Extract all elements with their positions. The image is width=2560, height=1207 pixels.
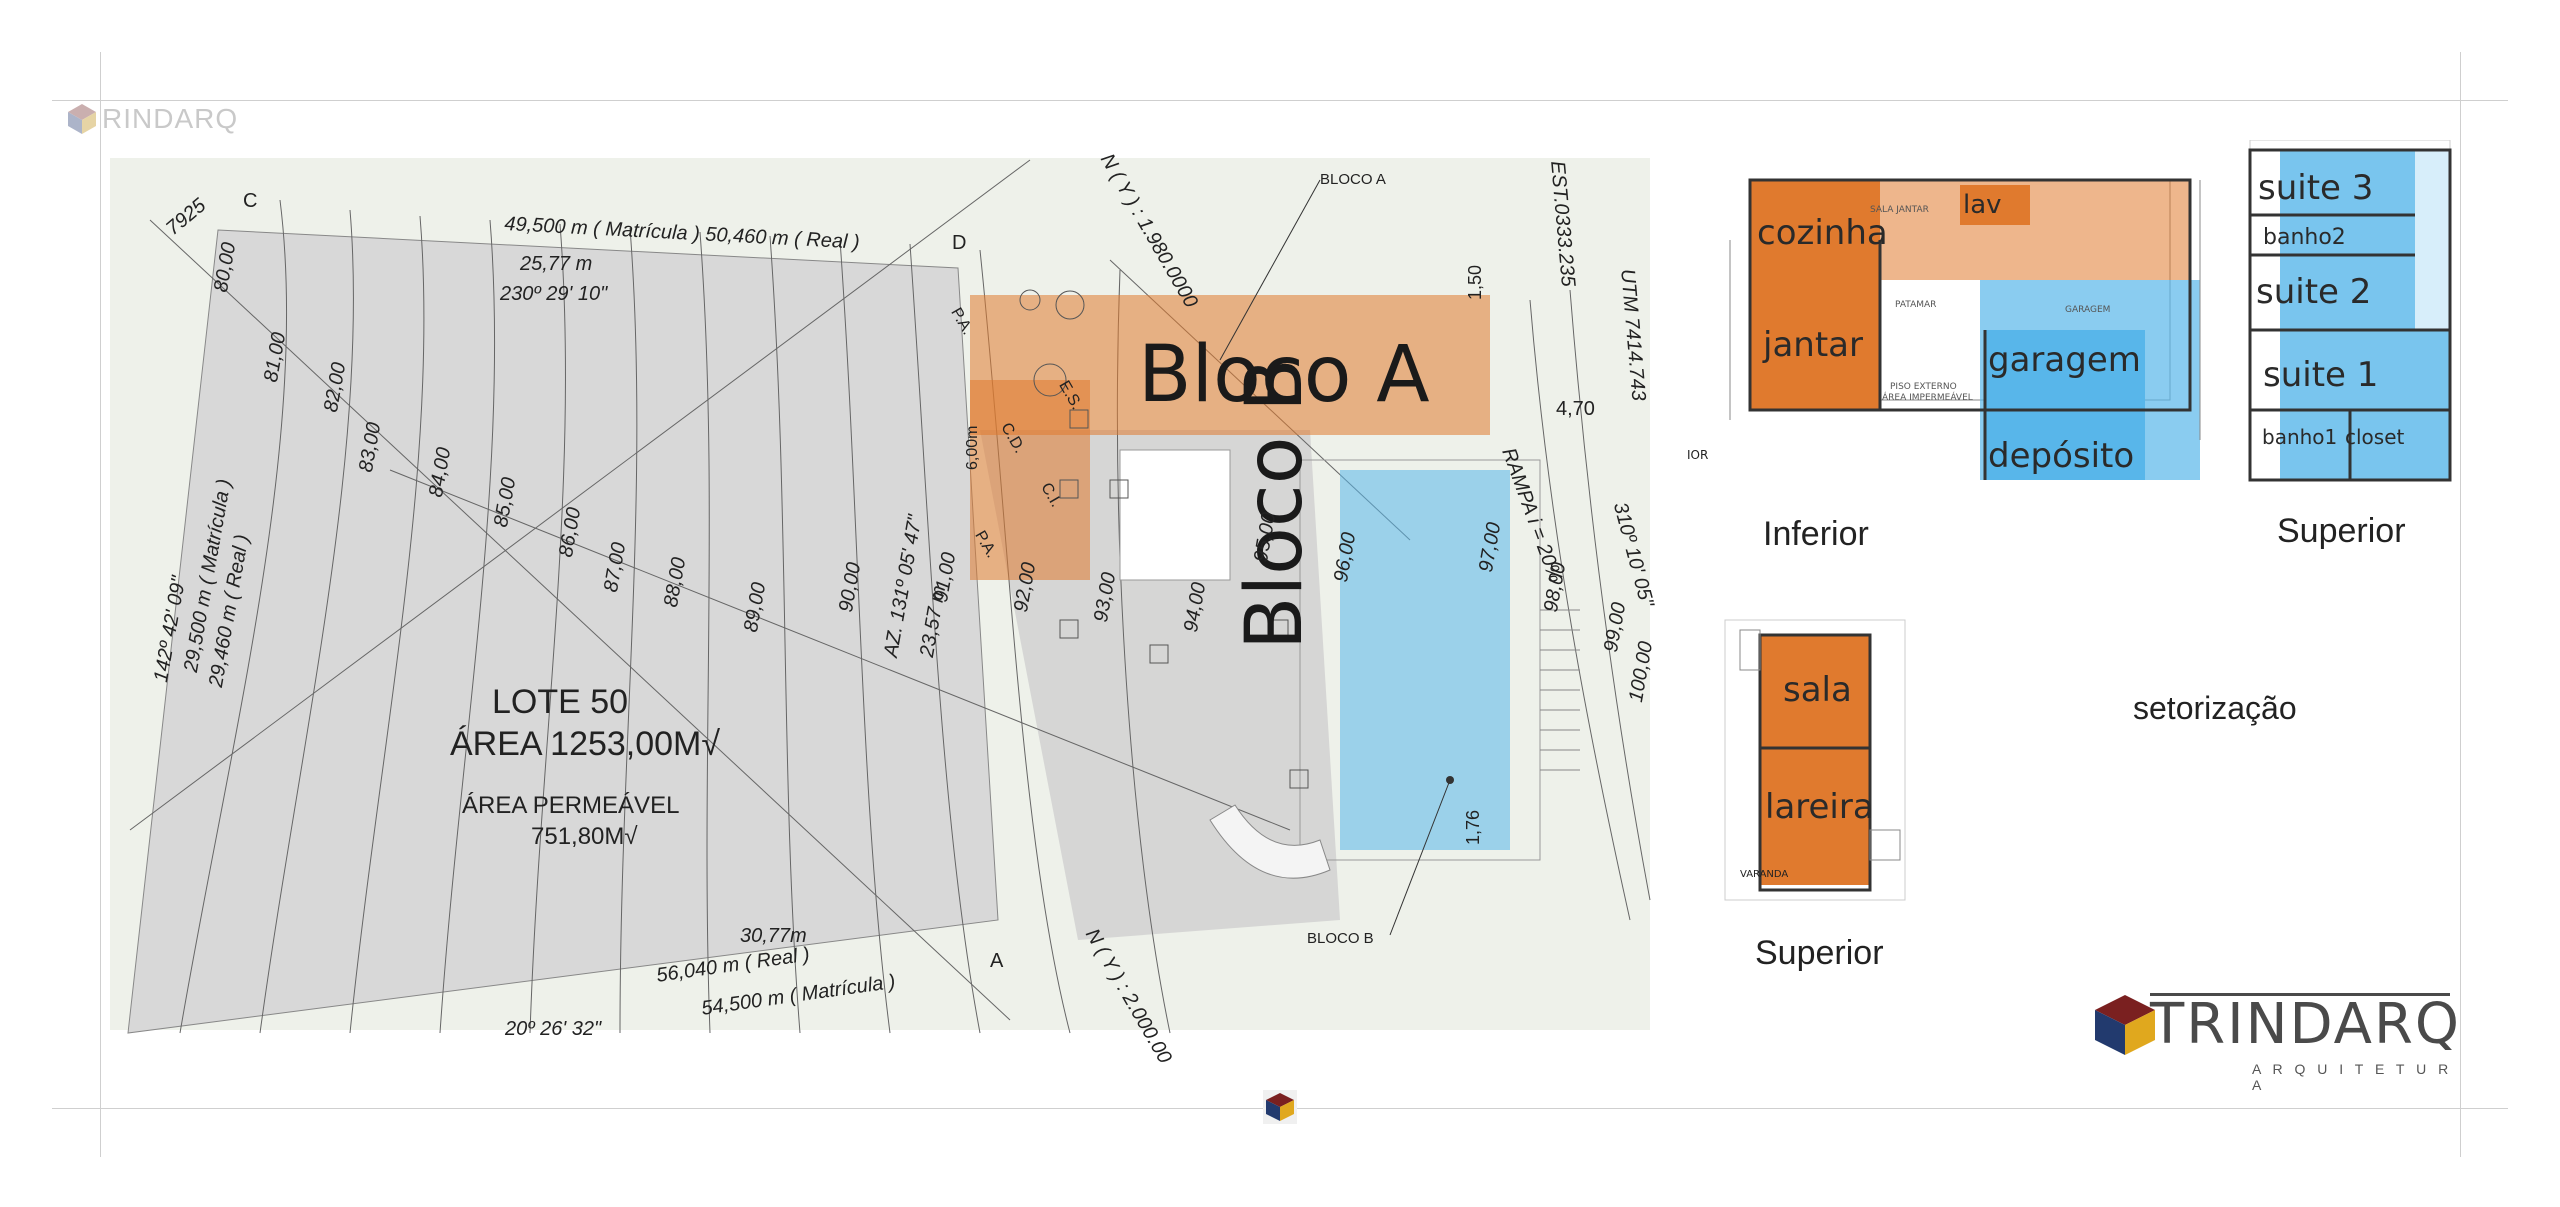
lot-50-area bbox=[127, 229, 999, 1034]
dim-470: 4,70 bbox=[1556, 398, 1595, 420]
site-plan bbox=[110, 158, 1651, 1034]
lot-area: ÁREA 1253,00M√ bbox=[450, 725, 721, 763]
room-lav: lav bbox=[1963, 190, 2002, 220]
lot-title: LOTE 50 bbox=[492, 683, 629, 721]
room-closet: closet bbox=[2345, 425, 2405, 449]
note-garagem: GARAGEM bbox=[2065, 305, 2111, 315]
room-suite-3: suite 3 bbox=[2258, 168, 2374, 208]
dim-600: 6,00m bbox=[964, 425, 981, 470]
plan-superior bbox=[2248, 140, 2452, 482]
room-deposito: depósito bbox=[1988, 436, 2135, 476]
room-banho1: banho1 bbox=[2262, 425, 2338, 449]
note-piso-externo: PISO EXTERNO bbox=[1890, 382, 1957, 392]
note-ior: IOR bbox=[1687, 448, 1709, 462]
corner-a: A bbox=[990, 950, 1004, 972]
room-banho2: banho2 bbox=[2263, 225, 2346, 250]
bloco-b-leader bbox=[1389, 779, 1451, 936]
label-inferior: Inferior bbox=[1763, 515, 1869, 553]
site-fixtures bbox=[1019, 289, 1309, 789]
frame-top-line bbox=[52, 100, 2508, 101]
ramp bbox=[1540, 609, 1580, 771]
bloco-b-footprint bbox=[1340, 470, 1510, 850]
bloco-b-label: Bloco B bbox=[1230, 358, 1320, 650]
room-sala: sala bbox=[1783, 670, 1852, 710]
dim-bottom3: 30,77m bbox=[740, 925, 807, 947]
room-suite-1: suite 1 bbox=[2263, 355, 2379, 395]
dim-top2: 25,77 m bbox=[520, 253, 593, 275]
logo-cube-icon bbox=[2095, 995, 2155, 1055]
label-superior: Superior bbox=[2277, 512, 2406, 550]
cube-icon bbox=[68, 104, 96, 134]
bloco-a-tag: BLOCO A bbox=[1320, 171, 1386, 188]
trindarq-logo: TRINDARQ A R Q U I T E T U R A bbox=[2090, 985, 2461, 1093]
watermark-logo: RINDARQ bbox=[66, 102, 238, 136]
bloco-a-label: Bloco A bbox=[1138, 330, 1430, 420]
frame-left-line bbox=[100, 52, 101, 1157]
room-cozinha: cozinha bbox=[1757, 213, 1888, 253]
corner-d: D bbox=[952, 232, 967, 254]
perm-area: 751,80M√ bbox=[531, 823, 638, 850]
setorizacao-label: setorização bbox=[2133, 690, 2297, 726]
note-area-imperm: ÁREA IMPERMEÁVEL bbox=[1882, 393, 1973, 403]
note-varanda: VARANDA bbox=[1740, 869, 1789, 880]
patio-area bbox=[1119, 449, 1231, 581]
corner-c: C bbox=[243, 190, 258, 212]
bloco-b-outline bbox=[1299, 459, 1541, 861]
room-jantar: jantar bbox=[1763, 325, 1863, 365]
frame-right-line bbox=[2460, 52, 2461, 1157]
angle-top: 230º 29' 10" bbox=[500, 283, 608, 305]
logo-name: TRINDARQ bbox=[2150, 992, 2461, 1057]
footer-cube-icon bbox=[1263, 1090, 1297, 1124]
note-patamar: PATAMAR bbox=[1895, 300, 1937, 310]
dim-150: 1,50 bbox=[1465, 264, 1485, 300]
bloco-b-leader-dot bbox=[1446, 776, 1454, 784]
plan-superior-2 bbox=[1724, 619, 1906, 901]
bloco-b-tag: BLOCO B bbox=[1307, 930, 1374, 947]
bloco-a-leader bbox=[1219, 179, 1321, 361]
dim-176: 1,76 bbox=[1463, 809, 1483, 845]
watermark-text: RINDARQ bbox=[102, 103, 239, 134]
perm-title: ÁREA PERMEÁVEL bbox=[462, 792, 680, 819]
stair-curve bbox=[1209, 804, 1331, 879]
angle-bottom: 20º 26' 32" bbox=[505, 1018, 602, 1040]
logo-sub: A R Q U I T E T U R A bbox=[2252, 1061, 2453, 1093]
room-suite-2: suite 2 bbox=[2256, 272, 2372, 312]
note-sala-jantar: SALA JANTAR bbox=[1870, 205, 1929, 215]
plan-inferior bbox=[1729, 178, 2201, 480]
label-superior-2: Superior bbox=[1755, 934, 1884, 972]
room-garagem: garagem bbox=[1988, 340, 2141, 380]
room-lareira: lareira bbox=[1765, 787, 1874, 827]
